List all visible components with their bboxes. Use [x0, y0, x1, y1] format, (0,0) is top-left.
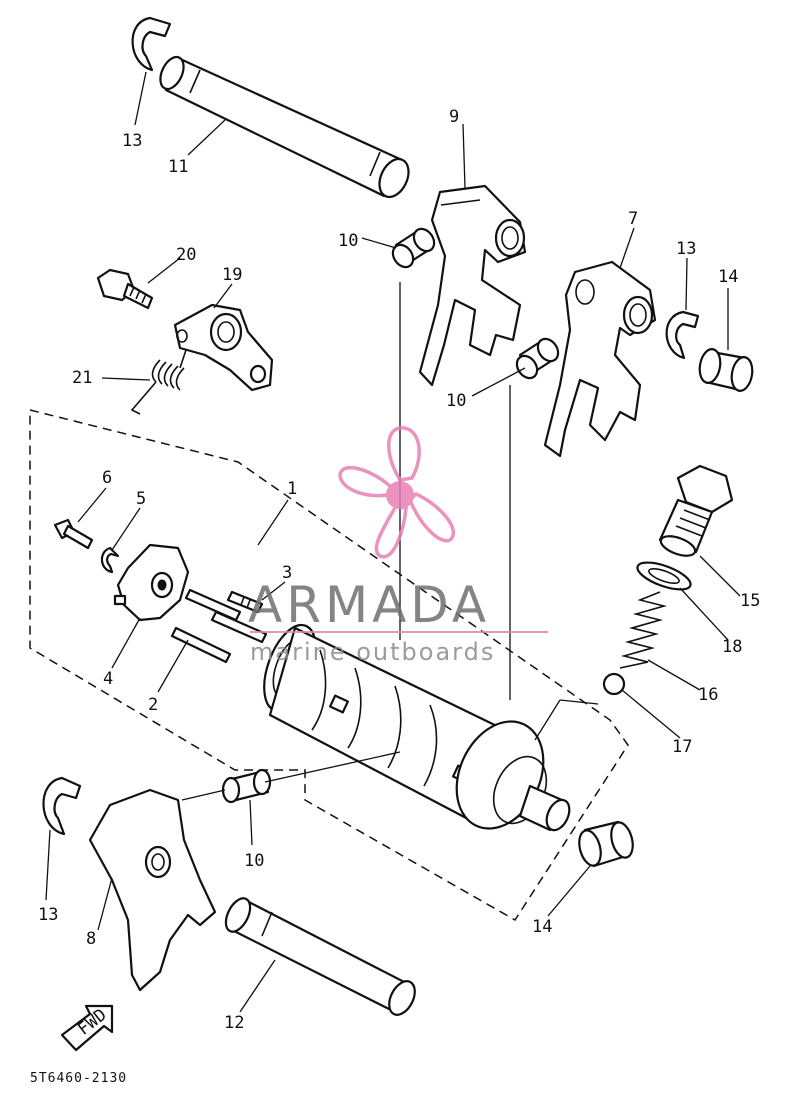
callout-14-lower: 14 — [532, 917, 552, 937]
fwd-direction-arrow: FWD — [60, 1004, 114, 1052]
stopper-spring — [130, 349, 187, 415]
watermark-title: ARMADA — [248, 576, 490, 634]
shift-fork-8 — [88, 788, 217, 992]
circlip-right — [665, 310, 700, 360]
leader-lines — [45, 71, 741, 1013]
circlip-bottom-left — [42, 776, 82, 836]
detent-ball — [602, 672, 626, 696]
detent-spring — [619, 591, 668, 669]
callout-18: 18 — [722, 637, 742, 657]
callout-5: 5 — [136, 489, 146, 509]
callout-12: 12 — [224, 1013, 244, 1033]
shift-fork-7 — [543, 260, 657, 458]
armada-watermark: ARMADA marine outboards — [248, 426, 548, 666]
bearing-lower — [578, 820, 634, 868]
callout-17: 17 — [672, 737, 692, 757]
callout-8: 8 — [86, 929, 96, 949]
shift-cam-segment — [113, 543, 190, 622]
fork-shaft-short — [224, 897, 416, 1016]
stopper-lever — [173, 303, 274, 392]
shift-cam-dowel-b — [210, 610, 268, 644]
callout-13-top: 13 — [122, 131, 142, 151]
guide-pin-middle — [515, 337, 560, 380]
callout-16: 16 — [698, 685, 718, 705]
callout-21: 21 — [72, 368, 92, 388]
callout-14-upper: 14 — [718, 267, 738, 287]
callout-15: 15 — [740, 591, 760, 611]
callout-labels: 13 11 9 10 7 13 14 20 19 21 10 6 5 1 3 4… — [38, 107, 760, 1033]
callout-13-right: 13 — [676, 239, 696, 259]
propeller-blade-bottom — [374, 504, 408, 559]
callout-19: 19 — [222, 265, 242, 285]
guide-pin-upper — [391, 227, 436, 269]
shift-cam-pin-b — [170, 626, 232, 664]
callout-10-upper: 10 — [338, 231, 358, 251]
callout-10-middle: 10 — [446, 391, 466, 411]
shift-cam-dowel-a — [226, 590, 264, 614]
stopper-plug — [658, 464, 734, 557]
assembly-boundary-dashed — [29, 409, 629, 922]
propeller-blade-top — [387, 426, 421, 482]
callout-10-lower: 10 — [244, 851, 264, 871]
small-circlip — [100, 546, 120, 574]
callout-7: 7 — [628, 209, 638, 229]
guide-pin-lower — [221, 768, 272, 804]
callout-1: 1 — [287, 479, 297, 499]
callout-6: 6 — [102, 468, 112, 488]
propeller-logo — [338, 426, 456, 559]
stopper-bolt — [96, 268, 154, 310]
drawing-code: 5T6460-2130 — [30, 1071, 127, 1086]
circlip-top-left — [131, 16, 172, 72]
callout-11: 11 — [168, 157, 188, 177]
propeller-blade-right — [407, 491, 456, 543]
callout-2: 2 — [148, 695, 158, 715]
fork-shaft-long — [159, 55, 410, 199]
segment-screw — [53, 518, 94, 550]
callout-20: 20 — [176, 245, 196, 265]
watermark-subtitle: marine outboards — [250, 638, 495, 666]
callout-9: 9 — [449, 107, 459, 127]
plug-gasket — [636, 561, 692, 591]
propeller-blade-left — [338, 465, 395, 498]
shift-fork-9 — [418, 184, 527, 387]
callout-4: 4 — [103, 669, 113, 689]
propeller-hub — [386, 481, 414, 509]
shift-drum — [263, 623, 571, 832]
callout-3: 3 — [282, 563, 292, 583]
bearing-upper — [698, 348, 754, 392]
callout-13-bottom: 13 — [38, 905, 58, 925]
